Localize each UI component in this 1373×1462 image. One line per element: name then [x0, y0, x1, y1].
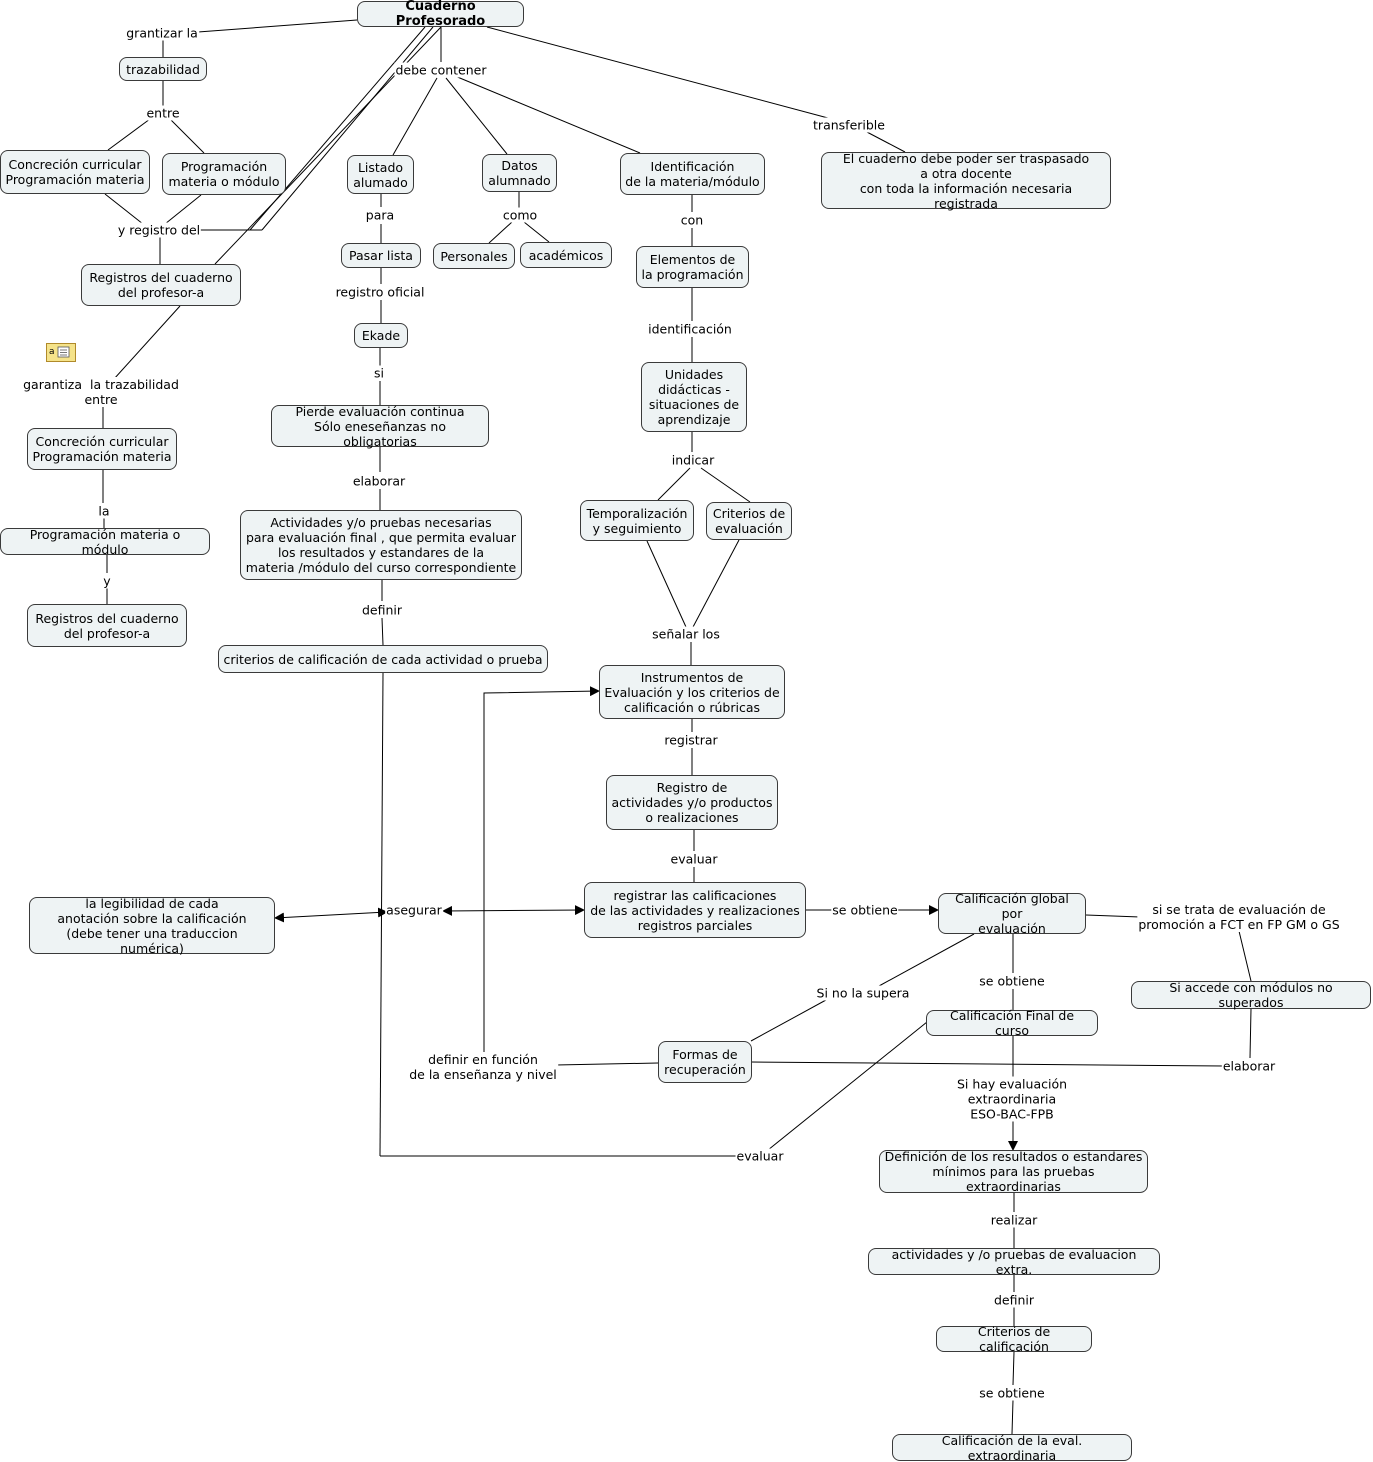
node-identificacion-materia[interactable]: Identificación de la materia/módulo	[620, 153, 765, 195]
label-para: para	[364, 207, 396, 223]
label-entre: entre	[145, 105, 181, 121]
node-calificacion-extraordinaria[interactable]: Calificación de la eval. extraordinaria	[892, 1433, 1132, 1462]
node-elementos-programacion[interactable]: Elementos de la programación	[636, 246, 749, 288]
label-si: si	[373, 365, 385, 381]
node-legibilidad[interactable]: la legibilidad de cada anotación sobre l…	[29, 896, 275, 956]
label-definir: definir	[360, 602, 404, 618]
label-elaborar-2: elaborar	[1221, 1058, 1277, 1074]
node-registros-cuaderno-1[interactable]: Registros del cuaderno del profesor-a	[81, 264, 241, 306]
label-si-no-la-supera: Si no la supera	[815, 985, 911, 1001]
node-calificacion-final[interactable]: Calificación Final de curso	[926, 1008, 1098, 1038]
node-unidades-didacticas[interactable]: Unidades didácticas - situaciones de apr…	[641, 362, 747, 432]
label-si-hay-evaluacion: Si hay evaluación extraordinaria ESO-BAC…	[955, 1076, 1069, 1122]
label-transferible: transferible	[812, 117, 886, 133]
node-listado-alumado[interactable]: Listado alumado	[347, 155, 414, 194]
svg-text:a: a	[49, 347, 55, 357]
label-evaluar-2: evaluar	[735, 1148, 785, 1164]
node-programacion-materia-1[interactable]: Programación materia o módulo	[162, 153, 286, 195]
label-se-obtiene-global: se obtiene	[831, 902, 899, 918]
node-registrar-calificaciones[interactable]: registrar las calificaciones de las acti…	[584, 882, 806, 938]
label-como: como	[501, 207, 539, 223]
label-garantiza-trazabilidad: garantiza la trazabilidad entre	[22, 377, 180, 407]
node-datos-alumnado[interactable]: Datos alumnado	[482, 154, 557, 192]
node-criterios-calificacion-actividad[interactable]: criterios de calificación de cada activi…	[218, 645, 548, 673]
label-grantizar: grantizar la	[125, 25, 199, 41]
node-cuaderno-traspasado[interactable]: El cuaderno debe poder ser traspasado a …	[821, 151, 1111, 211]
node-temporalizacion[interactable]: Temporalización y seguimiento	[580, 500, 694, 541]
node-registros-cuaderno-2[interactable]: Registros del cuaderno del profesor-a	[27, 604, 187, 647]
node-academicos[interactable]: académicos	[520, 242, 612, 268]
label-senalar-los: señalar los	[651, 626, 721, 642]
label-registro-oficial: registro oficial	[334, 284, 426, 300]
label-realizar: realizar	[989, 1212, 1039, 1228]
node-actividades-extra[interactable]: actividades y /o pruebas de evaluacion e…	[868, 1247, 1160, 1277]
node-concrecion-curricular-2[interactable]: Concreción curricular Programación mater…	[27, 428, 177, 470]
label-indicar: indicar	[670, 452, 716, 468]
node-formas-recuperacion[interactable]: Formas de recuperación	[658, 1041, 752, 1083]
node-personales[interactable]: Personales	[433, 243, 515, 269]
label-si-se-trata: si se trata de evaluación de promoción a…	[1137, 902, 1341, 932]
node-definicion-resultados[interactable]: Definición de los resultados o estandare…	[879, 1149, 1148, 1194]
label-evaluar: evaluar	[669, 851, 719, 867]
label-debe-contener: debe contener	[394, 62, 488, 78]
node-pasar-lista[interactable]: Pasar lista	[341, 243, 421, 268]
label-y: y	[102, 573, 112, 589]
label-se-obtiene-extra: se obtiene	[978, 1385, 1046, 1401]
label-se-obtiene-final: se obtiene	[978, 973, 1046, 989]
node-actividades-pruebas[interactable]: Actividades y/o pruebas necesarias para …	[240, 510, 522, 580]
label-elaborar: elaborar	[351, 473, 407, 489]
node-instrumentos-evaluacion[interactable]: Instrumentos de Evaluación y los criteri…	[599, 665, 785, 719]
node-trazabilidad[interactable]: trazabilidad	[119, 57, 207, 81]
label-definir-2: definir	[992, 1292, 1036, 1308]
node-calificacion-global[interactable]: Calificación global por evaluación	[938, 891, 1086, 936]
node-criterios-evaluacion[interactable]: Criterios de evaluación	[706, 502, 792, 540]
label-la: la	[97, 503, 111, 519]
node-registro-actividades[interactable]: Registro de actividades y/o productos o …	[606, 775, 778, 830]
node-criterios-calificacion-2[interactable]: Criterios de calificación	[936, 1324, 1092, 1354]
node-concrecion-curricular-1[interactable]: Concreción curricular Programación mater…	[0, 150, 150, 194]
node-cuaderno-profesorado[interactable]: Cuaderno Profesorado	[357, 0, 524, 29]
node-si-accede-modulos[interactable]: Si accede con módulos no superados	[1131, 980, 1371, 1010]
node-programacion-materia-2[interactable]: Programación materia o módulo	[0, 527, 210, 557]
label-registrar: registrar	[663, 732, 719, 748]
label-definir-en-funcion: definir en función de la enseñanza y niv…	[408, 1052, 558, 1082]
node-pierde-evaluacion[interactable]: Pierde evaluación continua Sólo eneseñan…	[271, 404, 489, 449]
node-ekade[interactable]: Ekade	[354, 323, 408, 348]
label-asegurar: asegurar	[385, 902, 443, 918]
label-y-registro: y registro del	[116, 222, 202, 238]
annotation-note-icon[interactable]: a	[46, 343, 76, 362]
label-con: con	[679, 212, 705, 228]
label-identificacion: identificación	[647, 321, 733, 337]
